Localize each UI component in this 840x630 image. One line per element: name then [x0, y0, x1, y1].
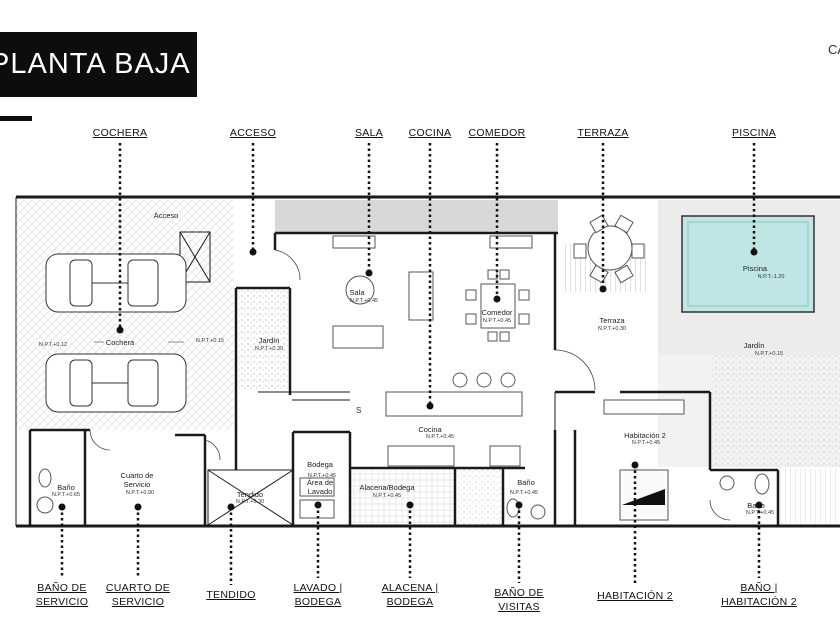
svg-text:N.P.T.+0.45: N.P.T.+0.45 [308, 473, 336, 479]
svg-text:N.P.T.+0.45: N.P.T.+0.45 [510, 490, 538, 496]
svg-text:N.P.T.+0.45: N.P.T.+0.45 [350, 298, 378, 304]
callout-comedor: COMEDOR [468, 127, 526, 139]
callout-piscina: PISCINA [731, 127, 777, 139]
svg-text:Cochera: Cochera [106, 338, 135, 347]
svg-text:N.P.T.+0.45: N.P.T.+0.45 [373, 493, 401, 499]
svg-text:N.P.T.+0.30: N.P.T.+0.30 [255, 346, 283, 352]
svg-text:Alacena/Bodega: Alacena/Bodega [359, 483, 415, 492]
pool [681, 215, 815, 313]
svg-text:Baño: Baño [517, 478, 535, 487]
svg-text:N.P.T.+0.30: N.P.T.+0.30 [236, 499, 264, 505]
svg-text:Piscina: Piscina [743, 264, 768, 273]
callout-alacena-bodega: ALACENA |BODEGA [381, 582, 439, 608]
title-underline [0, 116, 32, 121]
svg-text:Habitación 2: Habitación 2 [624, 431, 666, 440]
bed-wedge [622, 489, 665, 505]
svg-text:Cocina: Cocina [418, 425, 442, 434]
callout-habitacion-2: HABITACIÓN 2 [597, 590, 673, 602]
jardin-1 [239, 290, 289, 390]
page-title: PLANTA BAJA [0, 48, 191, 80]
svg-text:Jardín: Jardín [744, 341, 765, 350]
car-top [45, 253, 187, 313]
svg-text:N.P.T.+0.90: N.P.T.+0.90 [126, 490, 154, 496]
svg-text:N.P.T.+0.45: N.P.T.+0.45 [632, 440, 660, 446]
svg-text:N.P.T.+0.12: N.P.T.+0.12 [39, 342, 67, 348]
svg-text:N.P.T.-1.20: N.P.T.-1.20 [758, 274, 785, 280]
svg-text:Comedor: Comedor [482, 308, 513, 317]
svg-text:Baño: Baño [57, 483, 75, 492]
callout-terraza: TERRAZA [577, 127, 629, 139]
svg-text:Terraza: Terraza [599, 316, 625, 325]
callout-lavado-bodega: LAVADO |BODEGA [293, 582, 343, 608]
corner-text: CA [828, 42, 840, 57]
svg-text:N.P.T.+0.65: N.P.T.+0.65 [52, 492, 80, 498]
callout-tendido: TENDIDO [206, 589, 256, 601]
svg-text:Bodega: Bodega [307, 460, 334, 469]
callout-cocina: COCINA [408, 127, 452, 139]
svg-text:Jardín: Jardín [259, 336, 280, 345]
svg-text:N.P.T.+0.45: N.P.T.+0.45 [483, 318, 511, 324]
svg-text:Cuarto de: Cuarto de [121, 471, 154, 480]
svg-text:Servicio: Servicio [124, 480, 151, 489]
svg-text:N.P.T.+0.30: N.P.T.+0.30 [598, 326, 626, 332]
svg-text:N.P.T.+0.45: N.P.T.+0.45 [426, 434, 454, 440]
svg-text:Acceso: Acceso [154, 211, 179, 220]
title-banner: PLANTA BAJA [0, 32, 197, 97]
callout-acceso: ACCESO [229, 127, 277, 139]
svg-text:Área de: Área de [307, 478, 333, 487]
car-bottom [45, 353, 187, 413]
callout-cochera: COCHERA [92, 127, 148, 139]
svg-text:Tendido: Tendido [237, 490, 263, 499]
svg-text:N.P.T.+0.15: N.P.T.+0.15 [755, 351, 783, 357]
svg-text:Sala: Sala [349, 288, 365, 297]
svg-text:S: S [356, 406, 361, 415]
callout-sala: SALA [354, 127, 384, 139]
svg-text:Lavado: Lavado [308, 487, 333, 496]
svg-text:N.P.T.+0.15: N.P.T.+0.15 [196, 338, 224, 344]
callout-bano-habitacion-2: BAÑO |HABITACIÓN 2 [721, 582, 797, 608]
terrace-strip [275, 200, 558, 233]
